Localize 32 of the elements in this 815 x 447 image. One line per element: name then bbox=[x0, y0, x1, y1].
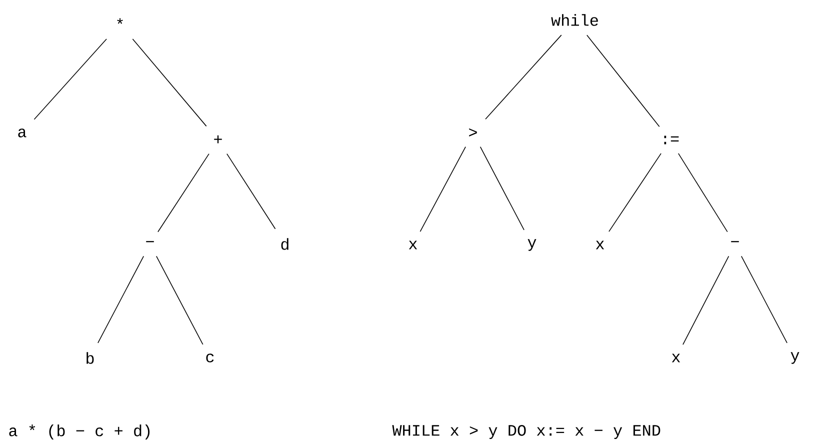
tree-node-text: c bbox=[206, 354, 214, 362]
tree-branch-line bbox=[98, 256, 144, 344]
tree-branch-line bbox=[682, 256, 730, 345]
tree-node-text: d bbox=[281, 238, 288, 250]
expression-text: a * (b − c + d) bbox=[9, 424, 150, 440]
tree-node-text: x bbox=[596, 240, 604, 250]
tree-branch-line bbox=[156, 256, 204, 345]
tree-branch-line bbox=[132, 38, 207, 127]
tree-branch-line bbox=[226, 153, 276, 230]
tree-node-text: while bbox=[551, 14, 598, 26]
expression-text: WHILE x > y DO x:= x − y END bbox=[392, 424, 660, 439]
tree-node-text: > bbox=[469, 128, 477, 136]
tree-branch-line bbox=[586, 34, 660, 127]
tree-node-text: b bbox=[86, 352, 94, 364]
tree-node-text: − bbox=[731, 241, 739, 242]
tree-branch-line bbox=[34, 38, 107, 120]
tree-branch-line bbox=[480, 146, 524, 230]
tree-node-text: y bbox=[790, 352, 800, 364]
tree-branch-line bbox=[740, 256, 788, 344]
tree-node-text: := bbox=[664, 136, 679, 144]
tree-branch-line bbox=[608, 153, 662, 232]
tree-node-text: y bbox=[528, 239, 536, 251]
tree-branch-line bbox=[420, 146, 466, 232]
tree-node-text: − bbox=[146, 241, 154, 242]
tree-branch-line bbox=[678, 153, 728, 232]
tree-node-text: + bbox=[214, 135, 222, 144]
tree-node-text: x bbox=[408, 240, 418, 250]
tree-branch-line bbox=[485, 34, 562, 120]
tree-branch-line bbox=[158, 153, 210, 232]
tree-node-text: a bbox=[18, 128, 26, 138]
tree-node-text: x bbox=[672, 354, 680, 362]
tree-node-text: * bbox=[117, 18, 123, 24]
